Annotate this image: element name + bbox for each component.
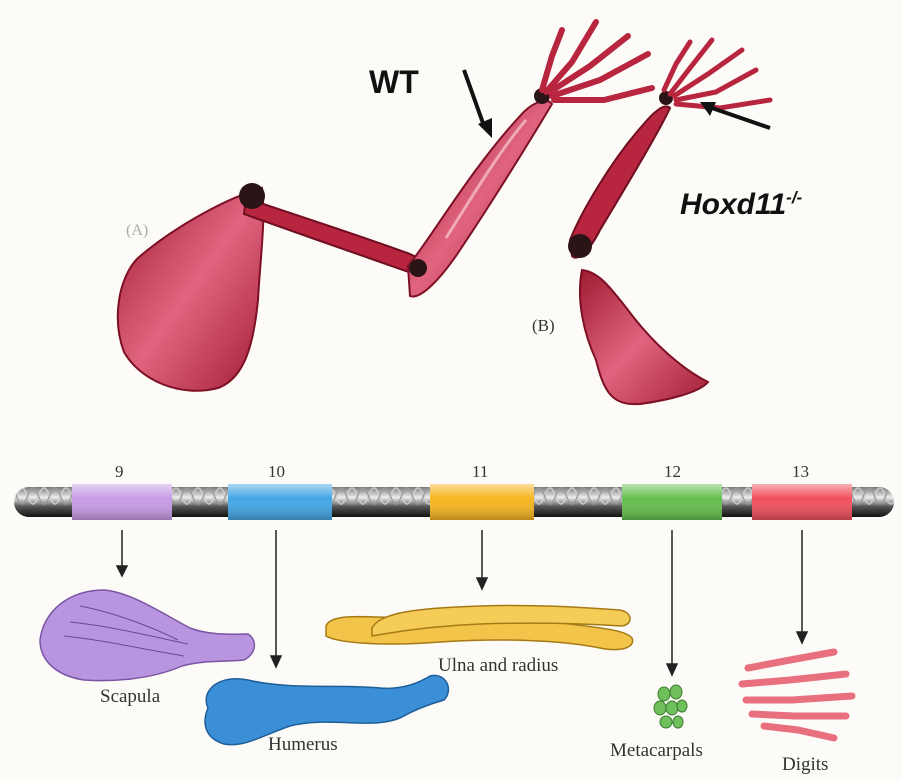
mutant-scapula [580,270,708,404]
gene-11-number: 11 [472,462,488,482]
digits-label: Digits [782,754,828,776]
ulna-radius-drawing [326,605,633,649]
gene-10-number: 10 [268,462,285,482]
metacarpals-label: Metacarpals [610,740,703,762]
wt-digits [542,22,652,100]
gene-9-segment [72,484,172,520]
scapula-label: Scapula [100,686,160,708]
mutant-humerus [570,106,670,257]
panel-a-label: (A) [126,222,148,240]
gene-10-segment [228,484,332,520]
wt-elbow-joint [409,259,427,277]
mutant-limb-skeleton [568,40,770,404]
gene-13-number: 13 [792,462,809,482]
wt-forearm [408,101,552,297]
mutant-shoulder-joint [568,234,592,258]
gene-12-segment [622,484,722,520]
wt-arrow [464,70,492,138]
gene-9-number: 9 [115,462,124,482]
wt-humerus [244,198,427,276]
wt-shoulder-joint [239,183,265,209]
metacarpals-drawing [654,685,687,728]
gene-13-segment [752,484,852,520]
mutant-digits [664,40,770,108]
wt-scapula [118,188,264,391]
gene-12-number: 12 [664,462,681,482]
scapula-drawing [40,590,254,681]
digits-drawing [742,652,852,738]
ulna-radius-label: Ulna and radius [438,655,558,677]
mutant-gene-name: Hoxd11 [680,188,786,221]
mutant-genotype-label: Hoxd11-/- [680,188,802,222]
mutant-genotype-superscript: -/- [786,188,802,207]
gene-11-segment [430,484,534,520]
humerus-label: Humerus [268,734,338,756]
panel-b-label: (B) [532,316,555,336]
wt-label: WT [369,64,419,101]
